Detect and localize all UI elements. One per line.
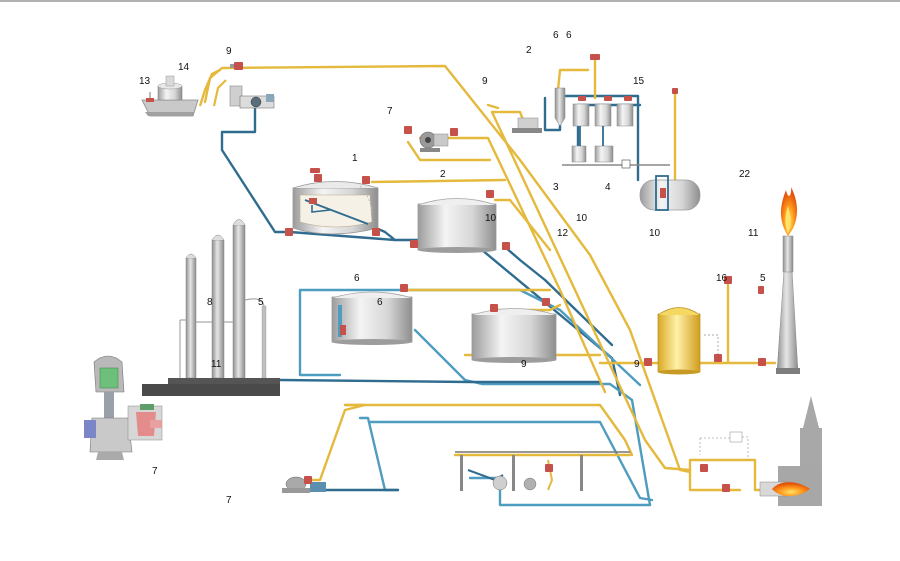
label-1: 1: [352, 153, 358, 164]
flare-stack: [776, 235, 800, 374]
valves: [230, 54, 766, 492]
gas-pipe-tank1: [370, 178, 507, 184]
label-8: 8: [207, 297, 213, 308]
label-12: 12: [557, 228, 569, 239]
gas-pipe-main: [203, 64, 692, 474]
valve: [450, 128, 458, 136]
loading-station: [455, 451, 630, 491]
valve: [724, 276, 732, 284]
incinerator: [699, 396, 822, 506]
label-4: 4: [605, 182, 611, 193]
valve: [502, 242, 510, 250]
tank-3: [331, 291, 413, 345]
vent-pipe-lower: [368, 420, 654, 502]
gas-pipes: [203, 58, 777, 492]
label-9: 9: [226, 46, 232, 57]
valve: [285, 228, 293, 236]
storage-ship: [141, 75, 199, 117]
label-2: 2: [440, 169, 446, 180]
number-labels: 9 14 13 9 2 6 6 15 7 1 2 3 4 22 10 10 12…: [139, 30, 766, 506]
valve: [590, 54, 600, 60]
tank-group: [512, 87, 670, 169]
tank-4: [471, 308, 557, 363]
valve: [372, 228, 380, 236]
valve: [486, 190, 494, 198]
gas-pipe-trunk: [490, 110, 692, 472]
label-9: 9: [482, 76, 488, 87]
valve: [722, 484, 730, 492]
label-5: 5: [760, 273, 766, 284]
label-6: 6: [354, 273, 360, 284]
horizontal-tank: [639, 175, 701, 211]
vent-pipe-loading: [468, 476, 652, 507]
valve: [310, 168, 320, 173]
valve: [644, 358, 652, 366]
label-5: 5: [258, 297, 264, 308]
label-9: 9: [521, 359, 527, 370]
vent-pipes: [220, 94, 654, 507]
label-6: 6: [553, 30, 559, 41]
gas-pipe-vessel-out: [698, 283, 730, 365]
valve: [624, 96, 632, 101]
valve: [542, 298, 550, 306]
valve: [672, 88, 678, 94]
label-11: 11: [211, 359, 222, 370]
valve: [490, 304, 498, 312]
valve: [604, 96, 612, 101]
label-2: 2: [526, 45, 532, 56]
label-16: 16: [716, 273, 728, 284]
tank-2: [417, 198, 497, 253]
gas-pipe-blower: [418, 136, 607, 394]
label-10: 10: [485, 213, 497, 224]
blower: [419, 131, 449, 152]
vent-pipe-tank2: [503, 245, 614, 347]
distillation-columns: [142, 219, 280, 396]
gas-pipe-blower-loop: [406, 140, 492, 162]
gas-pipe-tank2: [493, 198, 552, 252]
valve: [700, 464, 708, 472]
label-3: 3: [553, 182, 559, 193]
flare-flame: [781, 187, 798, 236]
label-15: 15: [633, 76, 645, 87]
valve: [714, 354, 722, 362]
valve: [758, 286, 764, 294]
valve: [404, 126, 412, 134]
label-6: 6: [566, 30, 572, 41]
label-13: 13: [139, 76, 151, 87]
gas-pipe-lower: [343, 403, 634, 457]
yellow-vessel: [657, 307, 719, 375]
vent-pipe-main: [220, 106, 622, 397]
valve-cutaway: [84, 355, 163, 460]
vent-pipe-base: [278, 378, 602, 384]
label-9: 9: [634, 359, 640, 370]
gas-pipe-pump-zig: [306, 403, 367, 482]
gas-pipe-up2: [556, 68, 590, 92]
valve: [545, 464, 553, 472]
label-6: 6: [377, 297, 383, 308]
label-10: 10: [649, 228, 661, 239]
label-7: 7: [152, 466, 158, 477]
label-22: 22: [739, 169, 751, 180]
valve: [362, 176, 370, 184]
loading-arm: [198, 68, 275, 109]
gas-pipe-burner2: [688, 468, 742, 492]
label-14: 14: [178, 62, 190, 73]
valve: [758, 358, 766, 366]
gas-pipe-stub: [486, 103, 500, 110]
valve: [314, 174, 322, 182]
label-10: 10: [576, 213, 588, 224]
label-7: 7: [226, 495, 232, 506]
label-11: 11: [748, 228, 759, 239]
valve: [230, 62, 243, 70]
tank-1-cutaway: [292, 181, 379, 235]
label-7: 7: [387, 106, 393, 117]
valve: [410, 240, 418, 248]
valve: [578, 96, 586, 101]
vent-pipe-pump: [358, 416, 400, 492]
valve: [304, 476, 312, 484]
valve: [400, 284, 408, 292]
